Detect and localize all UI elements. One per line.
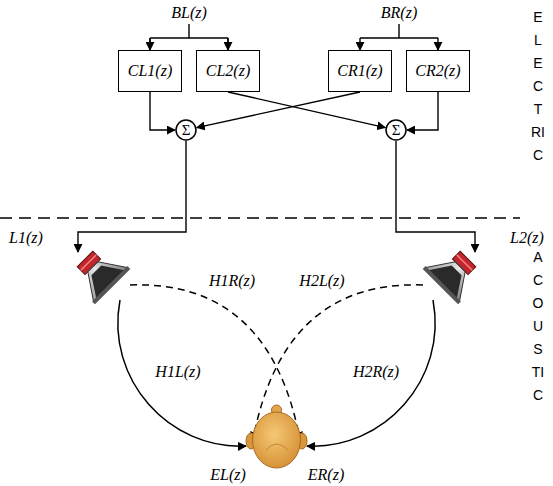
head (253, 412, 301, 468)
direct-path (307, 300, 435, 446)
signal-connector (228, 92, 385, 128)
signal-name: H1R(z) (209, 272, 255, 290)
input-wire (150, 24, 228, 49)
signal-name: H2L(z) (299, 272, 344, 290)
input-wires (150, 24, 438, 50)
filter-box: CL2(z) (196, 50, 260, 92)
signal-name: L2(z) (510, 229, 544, 247)
direct-path (118, 300, 246, 446)
speaker-icon (67, 241, 130, 304)
filter-box: CR1(z) (328, 50, 392, 92)
signal-name: BR(z) (381, 4, 417, 22)
signal-name: H2R(z) (353, 363, 399, 381)
signal-name: L1(z) (9, 229, 43, 247)
output-wires (78, 141, 475, 252)
speaker-rim (423, 266, 461, 304)
summing-junction: Σ (175, 119, 197, 141)
speaker-wire (396, 141, 475, 252)
input-wire (227, 38, 228, 50)
signal-name: H1L(z) (155, 363, 200, 381)
sum-symbol: Σ (392, 122, 401, 139)
speaker-icon (423, 241, 486, 304)
filter-name: CR2(z) (415, 62, 460, 80)
filter-name: CR1(z) (337, 62, 382, 80)
summing-junction: Σ (385, 119, 407, 141)
input-wire (149, 38, 150, 50)
speaker-rim (92, 266, 130, 304)
filter-box: CL1(z) (118, 50, 182, 92)
filter-box: CR2(z) (406, 50, 470, 92)
domain-divider (0, 217, 520, 218)
input-wire (359, 38, 360, 50)
signal-connector (150, 92, 175, 130)
domain-label: ACOUSTIC (531, 246, 545, 407)
speaker-wire (78, 141, 186, 252)
signal-connector (197, 92, 360, 128)
input-wire (360, 24, 438, 38)
signal-name: EL(z) (210, 466, 246, 484)
hair-tuft (266, 444, 288, 450)
domain-label: ELECTRIC (531, 6, 545, 167)
signal-connector (407, 92, 438, 130)
sum-symbol: Σ (182, 122, 191, 139)
signal-name: BL(z) (171, 4, 207, 22)
filter-name: CL1(z) (128, 62, 172, 80)
junction-outline (386, 120, 406, 140)
input-wire (437, 38, 438, 50)
filter-name: CL2(z) (206, 62, 250, 80)
junction-outline (176, 120, 196, 140)
signal-name: ER(z) (308, 466, 344, 484)
listener-head (246, 405, 307, 468)
